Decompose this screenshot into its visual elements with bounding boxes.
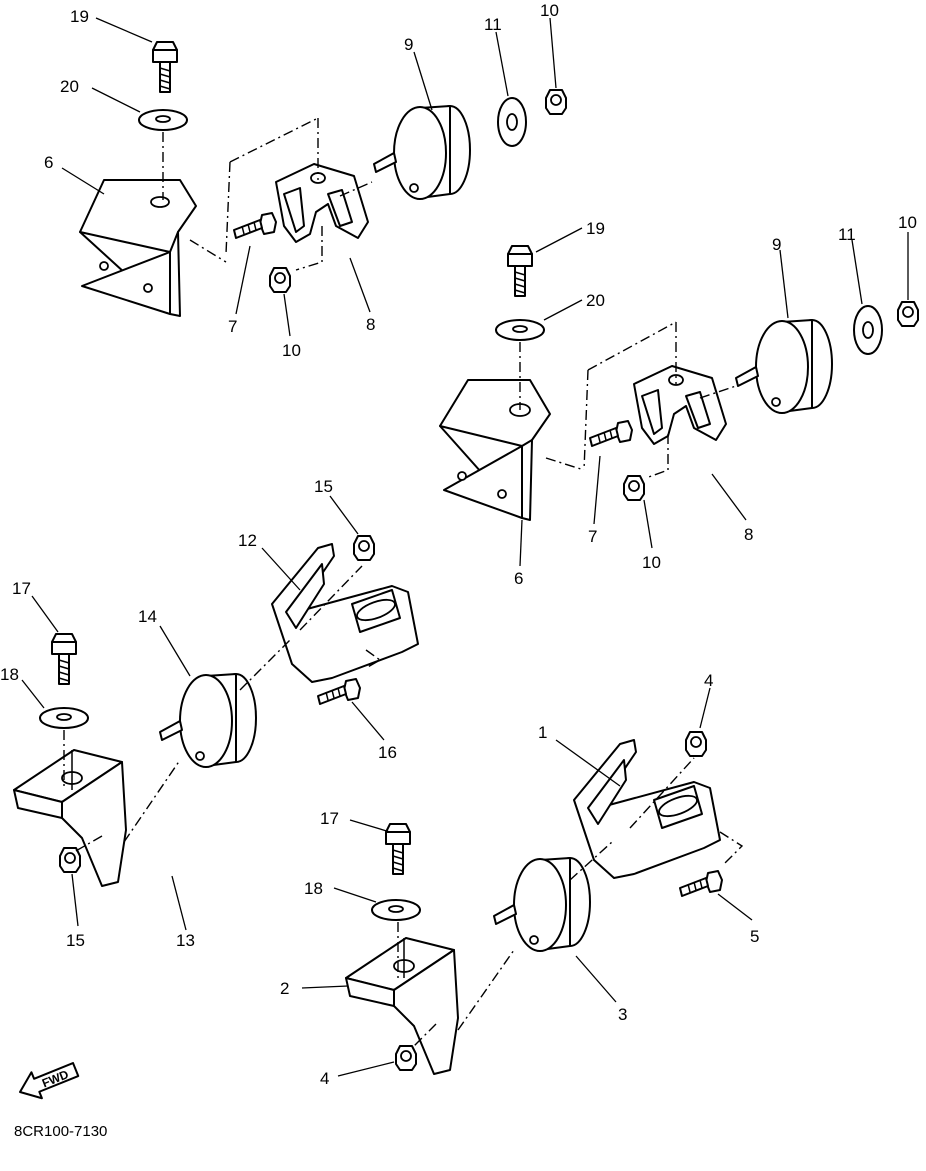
callout-10-b-bottom: 10: [642, 553, 661, 572]
nut-10-b-bottom: [623, 475, 645, 501]
nut-4-d-top: [685, 731, 707, 757]
washer-18-d: [371, 899, 421, 921]
bolt-19-a: [152, 41, 178, 93]
group-a-engine-mount-front: [79, 41, 567, 317]
washer-20-a: [138, 109, 188, 131]
forward-arrow-icon: FWD: [19, 1062, 80, 1100]
bolt-16: [317, 678, 361, 705]
callout-9-a: 9: [404, 35, 413, 54]
bracket-12: [271, 543, 419, 683]
bolt-17-c: [51, 633, 77, 685]
callout-8-a: 8: [366, 315, 375, 334]
callout-11-b: 11: [838, 225, 856, 244]
callout-16: 16: [378, 743, 397, 762]
callout-10-a-top: 10: [540, 1, 559, 20]
callout-4-d-bottom: 4: [320, 1069, 329, 1088]
nut-15-c-top: [353, 535, 375, 561]
callout-3: 3: [618, 1005, 627, 1024]
group-d-engine-mount: [345, 731, 744, 1075]
callout-7-a: 7: [228, 317, 237, 336]
callout-numbers: 19 20 6 9 11 10 7 10 8 19 20 9 11 10 7 8…: [0, 1, 917, 1088]
callout-17-c: 17: [12, 579, 31, 598]
callout-5: 5: [750, 927, 759, 946]
callout-15-c-top: 15: [314, 477, 333, 496]
callout-17-d: 17: [320, 809, 339, 828]
mount-9-b: [735, 319, 833, 414]
callout-12: 12: [238, 531, 257, 550]
mount-3: [493, 857, 591, 952]
bracket-6-a: [79, 179, 197, 317]
nut-10-b-top: [897, 301, 919, 327]
bolt-7-a: [233, 212, 277, 239]
nut-4-d-bottom: [395, 1045, 417, 1071]
washer-18-c: [39, 707, 89, 729]
bracket-6-b: [439, 379, 551, 521]
washer-20-b: [495, 319, 545, 341]
bracket-8-b: [633, 365, 727, 445]
mount-9-a: [373, 105, 471, 200]
callout-9-b: 9: [772, 235, 781, 254]
callout-20-a: 20: [60, 77, 79, 96]
callout-15-c-bottom: 15: [66, 931, 85, 950]
group-b-engine-mount-rear: [439, 245, 919, 521]
bolt-19-b: [507, 245, 533, 297]
callout-13: 13: [176, 931, 195, 950]
callout-10-a-bottom: 10: [282, 341, 301, 360]
callout-19-a: 19: [70, 7, 89, 26]
centerline-c: [63, 565, 382, 853]
callout-4-d-top: 4: [704, 671, 713, 690]
callout-6-b: 6: [514, 569, 523, 588]
callout-11-a: 11: [484, 15, 502, 34]
centerline-a: [162, 117, 373, 271]
callout-6-a: 6: [44, 153, 53, 172]
group-c-engine-mount: [13, 535, 419, 887]
bolt-5: [679, 870, 723, 897]
callout-19-b: 19: [586, 219, 605, 238]
washer-11-a: [497, 97, 527, 147]
callout-18-d: 18: [304, 879, 323, 898]
callout-14: 14: [138, 607, 157, 626]
callout-20-b: 20: [586, 291, 605, 310]
fwd-label: FWD: [40, 1067, 71, 1090]
callout-1: 1: [538, 723, 547, 742]
nut-15-c-bottom: [59, 847, 81, 873]
callout-8-b: 8: [744, 525, 753, 544]
leader-lines: [21, 17, 909, 1077]
diagram-code: 8CR100-7130: [14, 1123, 107, 1140]
callout-10-b-top: 10: [898, 213, 917, 232]
callout-2: 2: [280, 979, 289, 998]
centerline-d: [397, 757, 744, 1049]
bolt-7-b: [589, 420, 633, 447]
washer-11-b: [853, 305, 883, 355]
nut-10-a-top: [545, 89, 567, 115]
nut-10-a-bottom: [269, 267, 291, 293]
callout-18-c: 18: [0, 665, 19, 684]
centerline-b: [519, 321, 737, 479]
callout-7-b: 7: [588, 527, 597, 546]
